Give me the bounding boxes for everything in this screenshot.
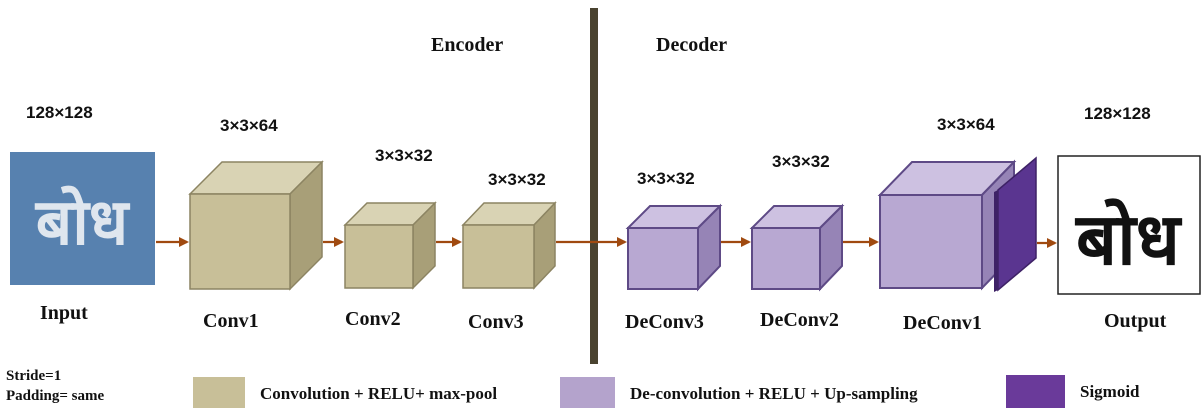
deconv3-label: DeConv3: [625, 311, 704, 333]
decoder-heading: Decoder: [656, 34, 728, 56]
encoder-heading: Encoder: [431, 34, 504, 56]
legend-label-sigmoid: Sigmoid: [1080, 382, 1140, 401]
legend-label-convolution: Convolution + RELU+ max-pool: [260, 384, 498, 403]
input-size-label: 128×128: [26, 103, 93, 122]
conv3-block: [461, 201, 557, 290]
conv1-block: [188, 160, 324, 291]
deconv2-label: DeConv2: [760, 309, 839, 331]
stride-note: Stride=1: [6, 368, 62, 384]
input-label: Input: [40, 302, 88, 324]
output-glyphs: बोध: [1074, 197, 1183, 281]
output-label: Output: [1104, 310, 1167, 332]
conv3-label: Conv3: [468, 311, 524, 333]
deconv1-dims: 3×3×64: [937, 115, 995, 134]
deconv1-label: DeConv1: [903, 312, 982, 334]
output-size-label: 128×128: [1084, 104, 1151, 123]
legend-swatch-sigmoid: [1006, 375, 1065, 408]
deconv3-block: [625, 203, 723, 292]
conv2-dims: 3×3×32: [375, 146, 433, 165]
conv2-block: [343, 201, 437, 290]
deconv3-dims: 3×3×32: [637, 169, 695, 188]
deconv2-dims: 3×3×32: [772, 152, 830, 171]
output-image: बोध: [1057, 155, 1201, 295]
input-image: बोध: [10, 152, 155, 285]
deconv2-block: [749, 203, 845, 292]
deconv1-block: [877, 159, 1017, 291]
legend-swatch-deconvolution: [560, 377, 615, 408]
sigmoid-slab: [994, 156, 1037, 292]
legend-swatch-convolution: [193, 377, 245, 408]
legend-label-deconvolution: De-convolution + RELU + Up-sampling: [630, 384, 918, 403]
padding-note: Padding= same: [6, 388, 105, 404]
input-glyphs: बोध: [35, 185, 131, 260]
conv2-label: Conv2: [345, 308, 401, 330]
encoder-decoder-divider: [590, 8, 598, 364]
conv3-dims: 3×3×32: [488, 170, 546, 189]
conv1-label: Conv1: [203, 310, 259, 332]
conv1-dims: 3×3×64: [220, 116, 278, 135]
